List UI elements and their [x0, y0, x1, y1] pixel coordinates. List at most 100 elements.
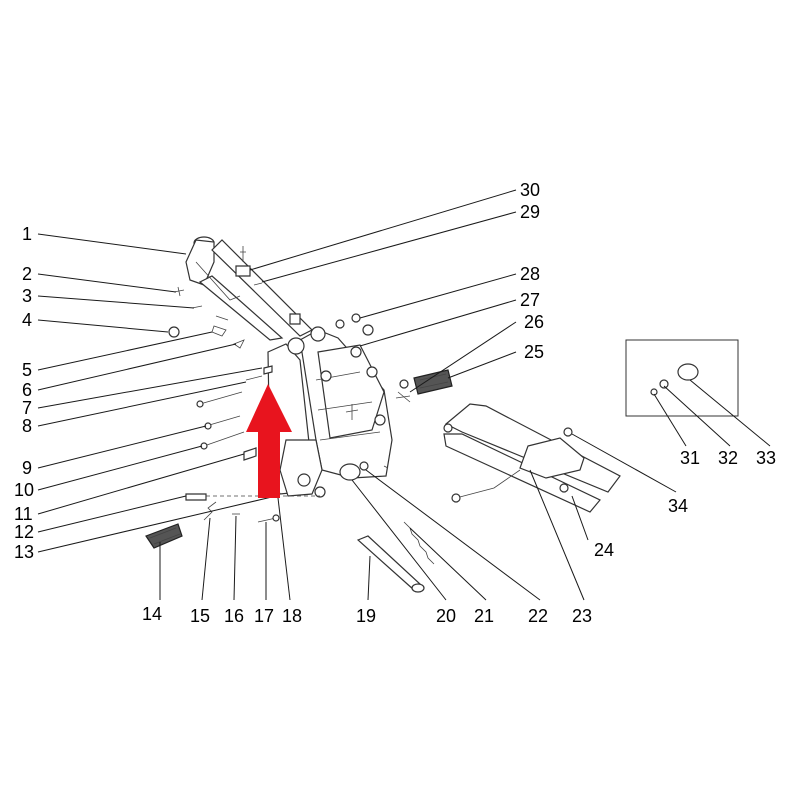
callout-15: 15: [190, 606, 210, 626]
leader-16: [233, 515, 237, 601]
footpeg-14: [145, 523, 183, 549]
callout-7: 7: [22, 398, 32, 418]
bolt-9: [205, 415, 241, 427]
washer-22: [359, 461, 369, 471]
leader-1: [37, 233, 187, 255]
leader-4: [37, 319, 169, 333]
leader-33: [689, 379, 771, 447]
bolt-8-head: [196, 400, 204, 408]
down-tube: [198, 275, 284, 341]
callout-5: 5: [22, 360, 32, 380]
leader-15: [201, 517, 211, 601]
bracket-11: [243, 447, 257, 461]
callout-21: 21: [474, 606, 494, 626]
swingarm-lower-rail: [443, 433, 601, 513]
swingarm-axle-rod: [455, 469, 521, 499]
callout-11: 11: [14, 504, 33, 524]
callout-13: 13: [14, 542, 34, 562]
swingarm-pivot-hole: [314, 486, 326, 498]
callout-28: 28: [520, 264, 540, 284]
callout-6: 6: [22, 380, 32, 400]
lower-mount-hole: [297, 473, 311, 487]
callout-3: 3: [22, 286, 32, 306]
leader-20: [351, 479, 447, 601]
bushing-30: [235, 265, 251, 277]
leader-27: [359, 299, 517, 347]
bolt-27: [350, 346, 362, 358]
red-arrow-icon: [246, 384, 292, 498]
leader-29: [261, 211, 517, 283]
leader-22: [365, 469, 541, 601]
leader-3: [37, 295, 195, 309]
leader-7: [37, 367, 263, 409]
callout-34: 34: [668, 496, 688, 516]
callout-14: 14: [142, 604, 162, 624]
spring-26: [395, 391, 411, 403]
footpeg-25-pin: [399, 379, 409, 389]
inset-frame: [625, 339, 739, 417]
frame-inner-plate: [317, 344, 385, 439]
callout-25: 25: [524, 342, 544, 362]
callout-20: 20: [436, 606, 456, 626]
nut-27: [362, 324, 374, 336]
bolt-8: [199, 391, 243, 405]
callout-8: 8: [22, 416, 32, 436]
highlight-arrow: [246, 384, 292, 498]
leader-23: [529, 469, 585, 601]
leader-5: [37, 331, 213, 371]
swingarm-gusset: [519, 437, 585, 479]
callout-16: 16: [224, 606, 244, 626]
callout-33: 33: [756, 448, 776, 468]
bushing-12: [185, 493, 207, 501]
callout-19: 19: [356, 606, 376, 626]
leader-25: [447, 351, 517, 379]
callout-2: 2: [22, 264, 32, 284]
sidestand-foot: [411, 583, 425, 593]
callout-29: 29: [520, 202, 540, 222]
callout-18: 18: [282, 606, 302, 626]
pin-7: [245, 375, 263, 381]
footpeg-25: [413, 369, 453, 395]
leader-12: [37, 495, 187, 533]
callout-10: 10: [14, 480, 34, 500]
spring-15: [203, 501, 217, 521]
leader-18: [277, 497, 291, 601]
leader-24: [571, 495, 589, 541]
frame-bolt-hole-a: [320, 370, 332, 382]
callout-24: 24: [594, 540, 614, 560]
frame-top-bushing-2: [310, 326, 326, 342]
bushing-20: [339, 463, 361, 481]
callout-31: 31: [680, 448, 700, 468]
callout-22: 22: [528, 606, 548, 626]
frame-bolt-hole-b: [366, 366, 378, 378]
callout-27: 27: [520, 290, 540, 310]
leader-8: [37, 381, 247, 427]
right-hardware: [335, 313, 411, 471]
sidestand-19: [356, 535, 421, 591]
washer-24: [559, 483, 569, 493]
washer-28a: [335, 319, 345, 329]
gusset-line: [195, 261, 241, 301]
leader-28: [359, 273, 517, 319]
bolt-frame-right: [345, 404, 359, 420]
swingarm-axle-end: [451, 493, 461, 503]
leader-19: [367, 555, 371, 601]
footpeg-group: [145, 501, 280, 549]
bolt-30: [240, 246, 246, 262]
callout-23: 23: [572, 606, 592, 626]
frame-top-bushing: [287, 337, 305, 355]
callout-1: 1: [22, 224, 32, 244]
leader-34: [571, 433, 677, 493]
nut-28: [351, 313, 361, 323]
leader-2: [37, 273, 177, 293]
washer-32: [659, 379, 669, 389]
swingarm-pivot: [443, 423, 453, 433]
callout-4: 4: [22, 310, 32, 330]
leader-30: [249, 189, 517, 271]
inset-box: [625, 339, 739, 417]
leader-13: [37, 495, 277, 553]
nut-31: [650, 388, 658, 396]
leader-11: [37, 453, 245, 515]
